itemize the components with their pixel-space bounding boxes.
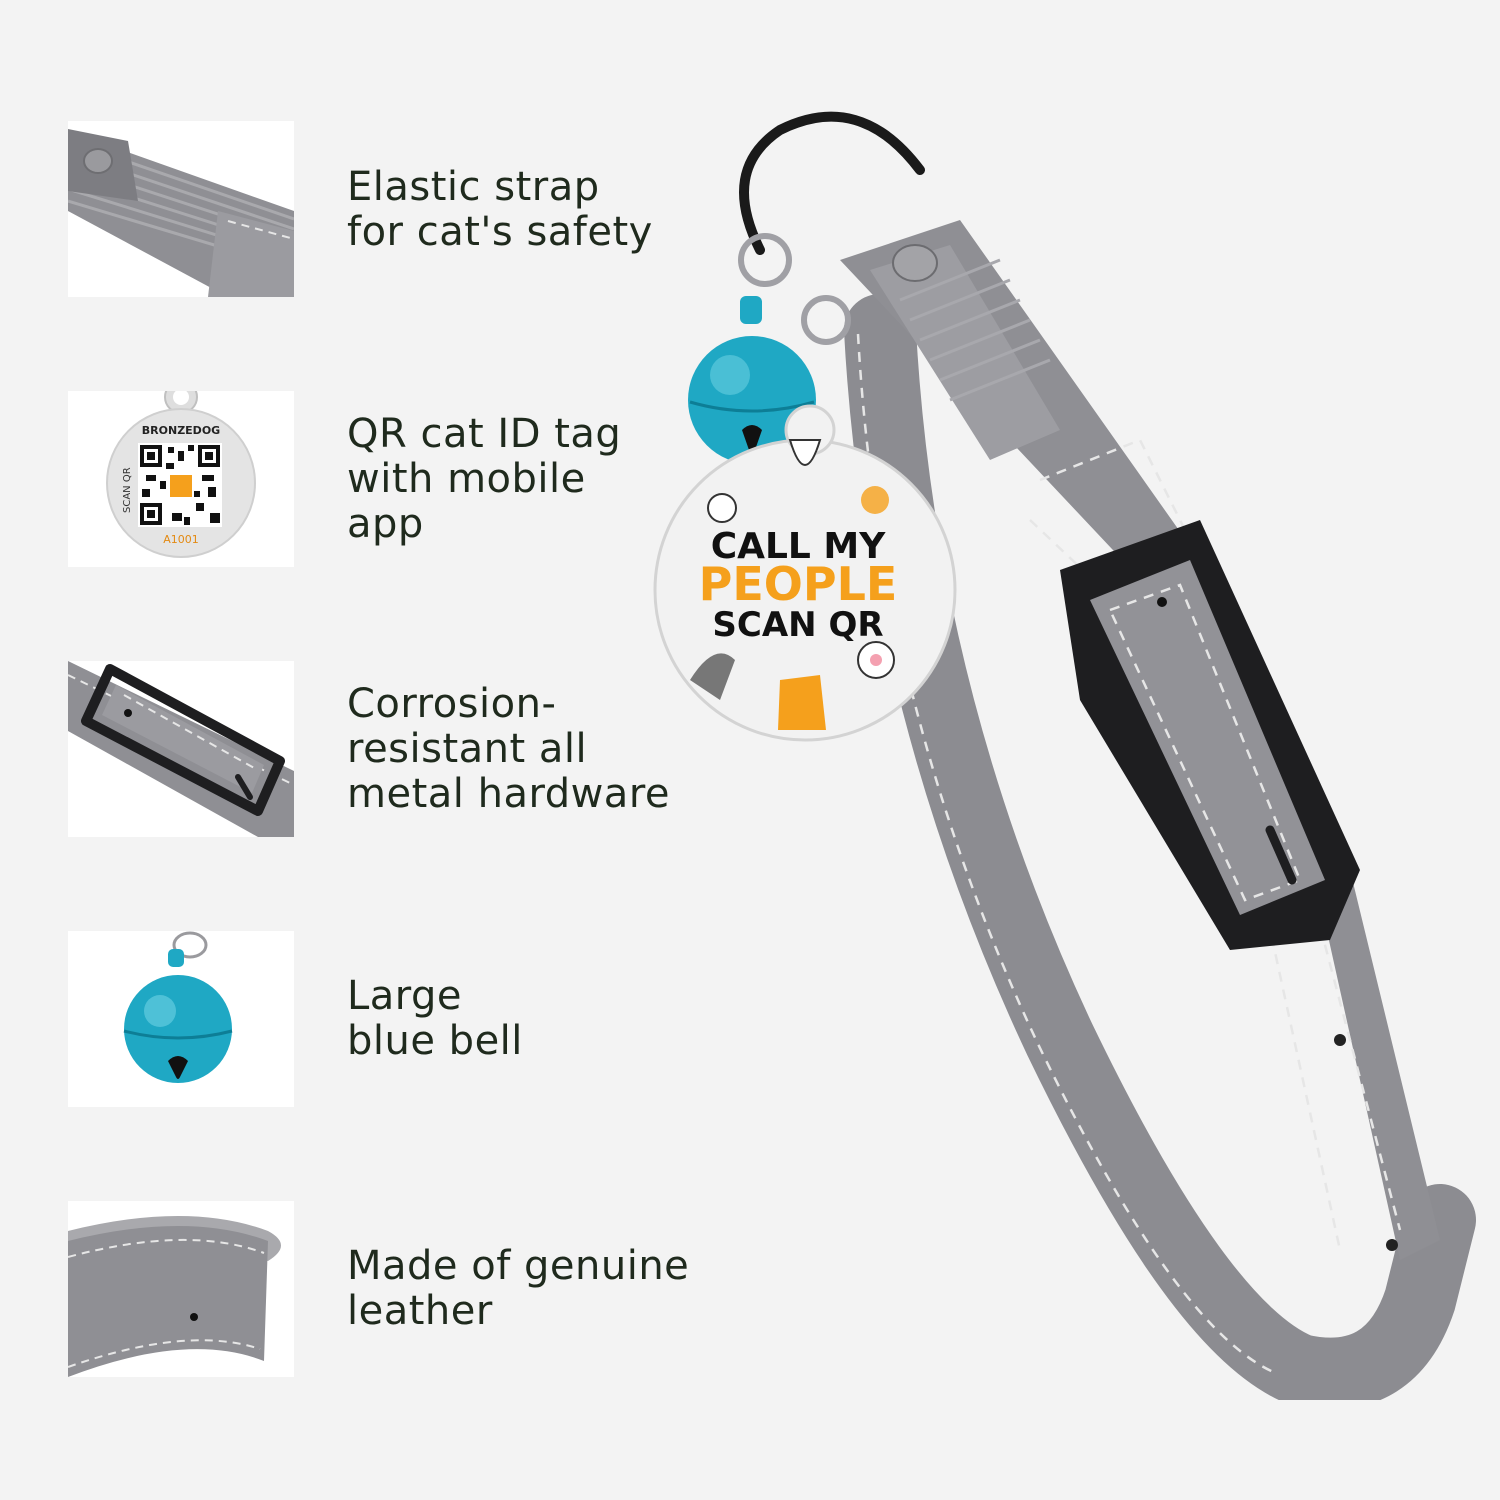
feature-leather: Made of genuine leather [347, 1244, 689, 1334]
collar-strap-back [844, 294, 1476, 1400]
tag-line-1: CALL MY [711, 526, 887, 567]
feature-line: QR cat ID tag [347, 411, 622, 457]
split-ring [739, 111, 925, 255]
qr-thumb-code: A1001 [163, 533, 199, 546]
cat-collar-illustration: CALL MY PEOPLE SCAN QR [653, 111, 1476, 1400]
feature-line: for cat's safety [347, 209, 653, 255]
feature-line: resistant all [347, 726, 588, 772]
feature-blue-bell: Large blue bell [347, 974, 523, 1064]
feature-qr-tag: QR cat ID tag with mobile app [347, 412, 621, 547]
snap-rivet [892, 244, 938, 282]
elastic-strap-image [68, 121, 294, 297]
elastic-strap-thumbnail [68, 121, 294, 297]
feature-line: leather [347, 1288, 493, 1334]
qr-thumb-side-text: SCAN QR [122, 467, 133, 513]
feature-elastic-strap: Elastic strap for cat's safety [347, 165, 653, 255]
feature-line: Corrosion- [347, 681, 557, 727]
feature-hardware: Corrosion- resistant all metal hardware [347, 682, 670, 817]
buckle-thumbnail [68, 661, 294, 837]
feature-line: with mobile [347, 456, 586, 502]
qr-id-tag: CALL MY PEOPLE SCAN QR [653, 404, 957, 742]
blue-bell [688, 296, 816, 464]
buckle-image [68, 661, 294, 837]
feature-line: blue bell [347, 1018, 523, 1064]
qr-thumb-brand: BRONZEDOG [142, 424, 220, 437]
leather-strap-image [68, 1201, 294, 1377]
feature-line: Elastic strap [347, 164, 600, 210]
qr-tag-image: BRONZEDOG A1001 SCAN QR [68, 391, 294, 567]
feature-line: metal hardware [347, 771, 670, 817]
tag-line-3: SCAN QR [712, 605, 883, 645]
leather-strap-thumbnail [68, 1201, 294, 1377]
tag-line-2: PEOPLE [699, 557, 898, 611]
blue-bell-image [68, 931, 294, 1107]
feature-line: app [347, 501, 424, 547]
blue-bell-thumbnail [68, 931, 294, 1107]
qr-tag-thumbnail: BRONZEDOG A1001 SCAN QR [68, 391, 294, 567]
feature-line: Large [347, 973, 463, 1019]
feature-line: Made of genuine [347, 1243, 690, 1289]
